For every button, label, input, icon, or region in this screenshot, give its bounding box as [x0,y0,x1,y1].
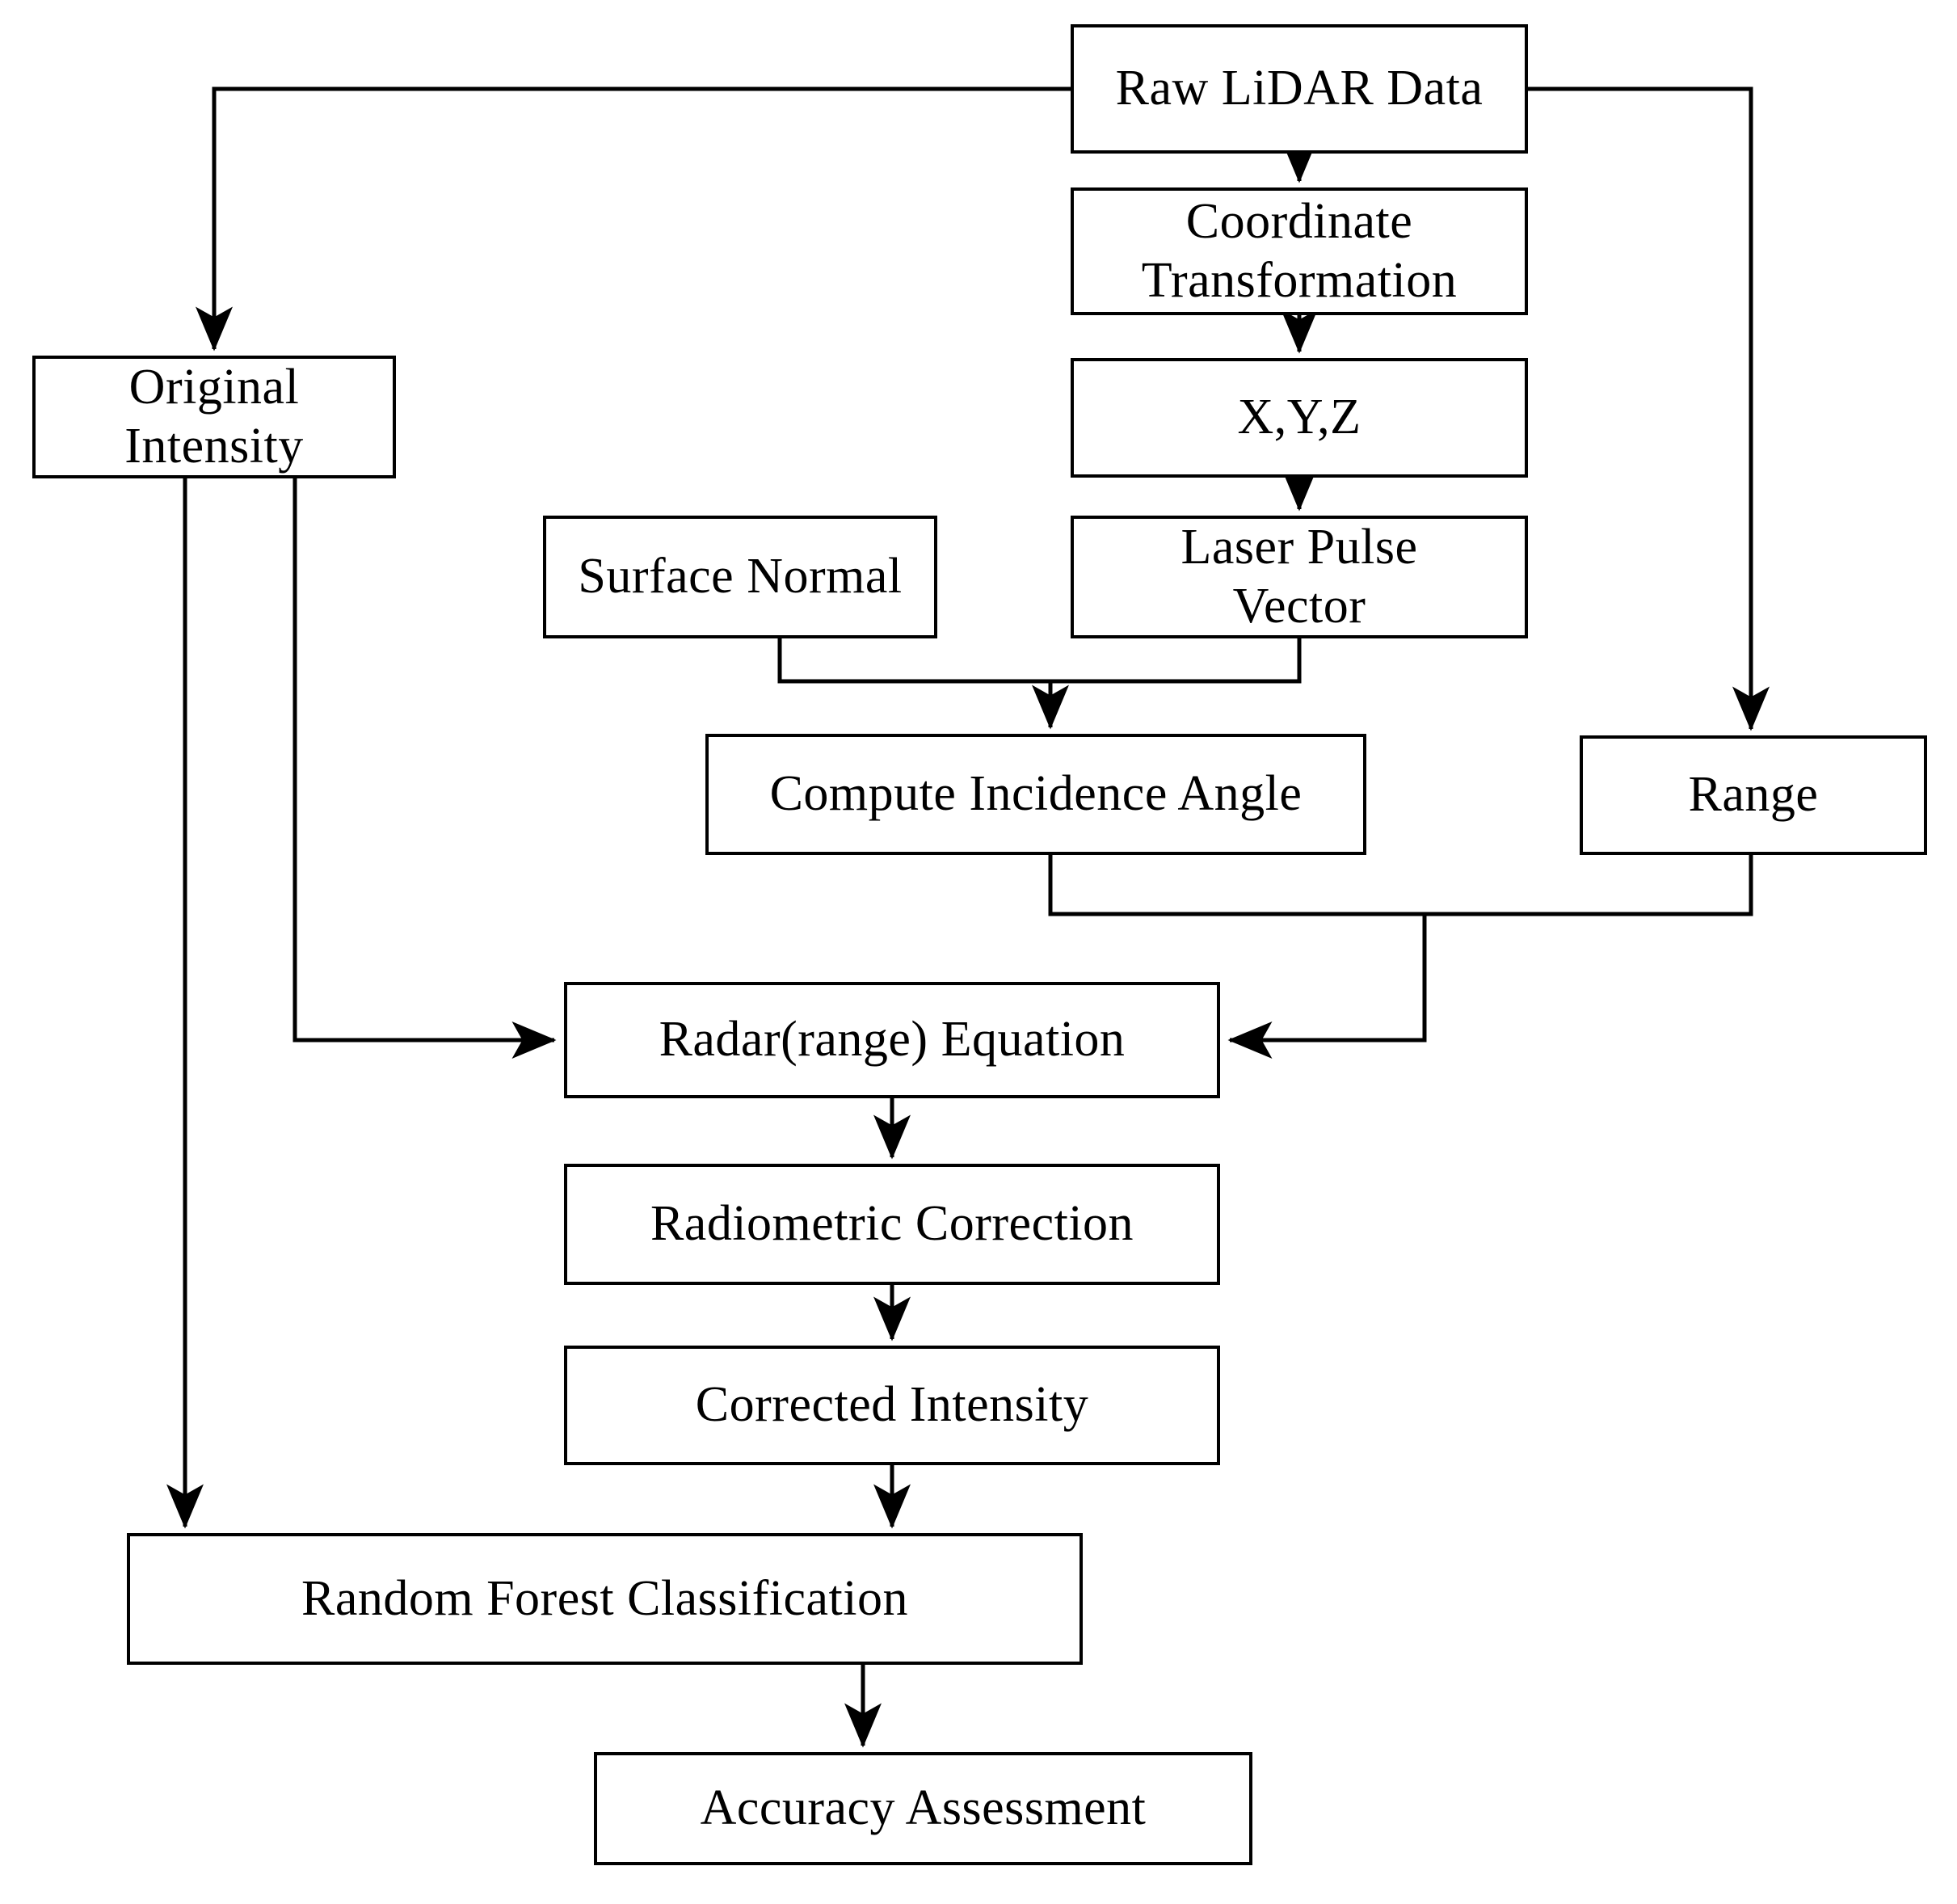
node-raw-lidar-data: Raw LiDAR Data [1071,24,1528,154]
node-surface-normal: Surface Normal [543,516,937,638]
edge-raw-to-range [1528,86,1770,731]
edge-incidence-range-merge [1048,855,1753,916]
node-radiometric-correction: Radiometric Correction [564,1164,1220,1285]
node-random-forest-classification: Random Forest Classification [127,1533,1083,1665]
node-compute-incidence-angle: Compute Incidence Angle [705,734,1366,855]
edge-original-intensity-to-radar [292,478,557,1059]
node-laser-pulse-vector: Laser Pulse Vector [1071,516,1528,638]
node-coordinate-transformation: Coordinate Transformation [1071,187,1528,315]
edge-surface-normal-merge [777,638,1302,684]
edge-merge-to-radar-equation [1227,914,1427,1059]
node-accuracy-assessment: Accuracy Assessment [594,1752,1252,1865]
node-original-intensity: Original Intensity [32,356,396,478]
node-xyz: X,Y,Z [1071,358,1528,478]
node-range: Range [1580,735,1927,855]
node-corrected-intensity: Corrected Intensity [564,1346,1220,1465]
node-radar-range-equation: Radar(range) Equation [564,982,1220,1098]
edge-raw-to-original-intensity [195,86,1071,352]
